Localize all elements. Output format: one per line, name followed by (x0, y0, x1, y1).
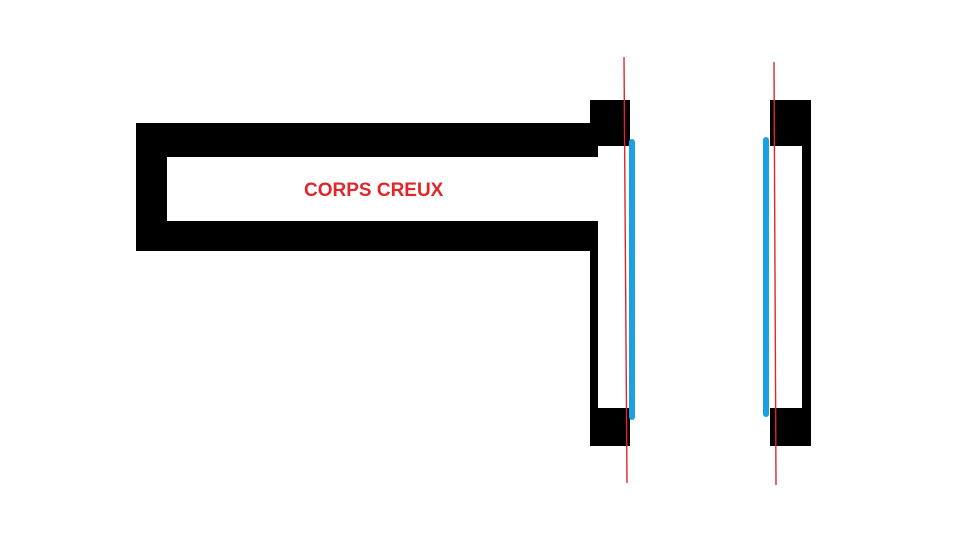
flange-stem (590, 221, 598, 421)
cut-line-right (773, 61, 777, 486)
hollow-body-label: CORPS CREUX (304, 180, 444, 201)
cut-line-left (623, 56, 628, 484)
cover-right-wall (802, 100, 811, 446)
tube-top-wall (136, 123, 598, 157)
tube-end-wall (136, 123, 167, 251)
tube-bottom-wall (136, 221, 598, 251)
hollow-body-part (136, 100, 630, 446)
cover-part (770, 100, 811, 446)
flange-top-connector (590, 123, 598, 157)
flange-bottom-block (590, 408, 630, 446)
